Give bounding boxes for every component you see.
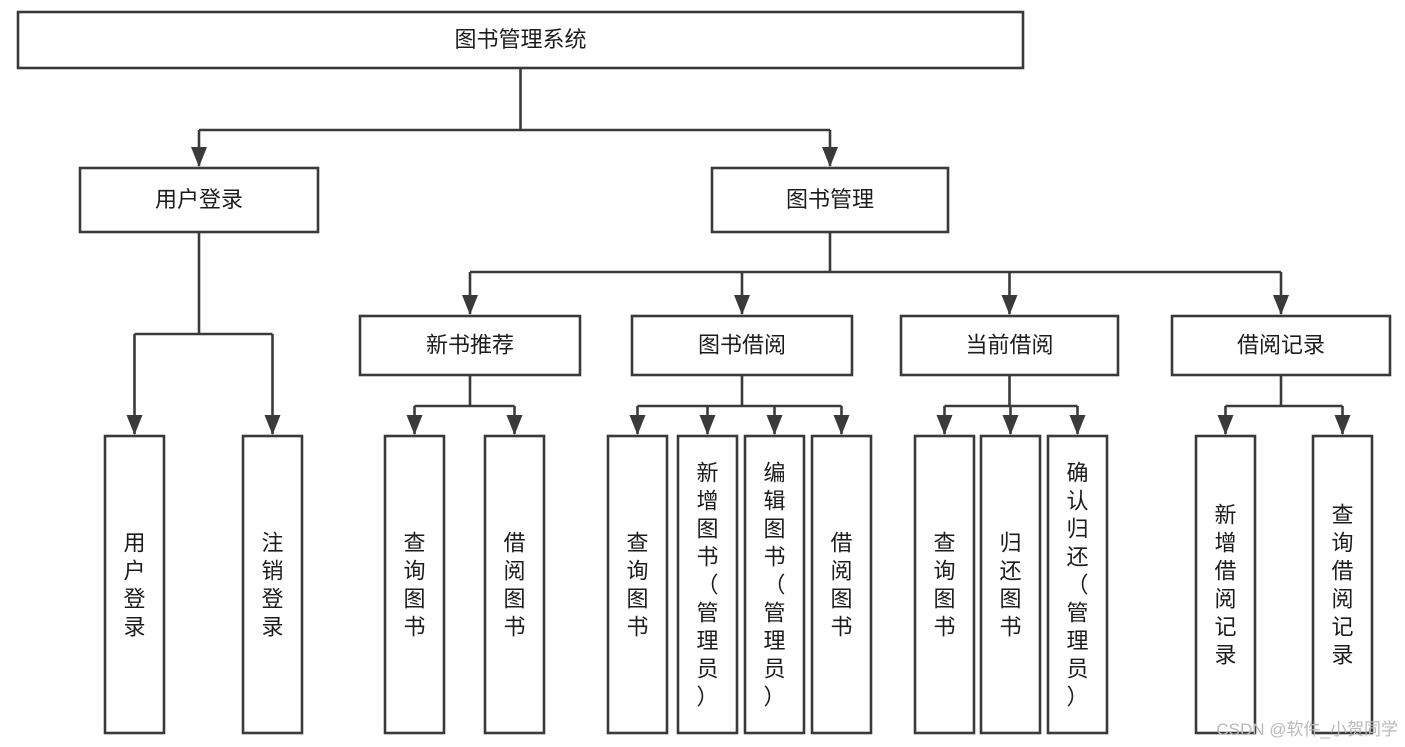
node-current-borrow[interactable]: 当前借阅 [899,314,1120,377]
node-label: 图书管理 [786,187,874,212]
node-leaf-query-book-3[interactable]: 查询图书 [913,434,976,735]
node-label: 图书借阅 [698,332,786,357]
node-leaf-borrow-book-1[interactable]: 借阅图书 [483,434,546,735]
arrow-head-icon [1002,415,1019,435]
node-label: 确认归还（管理员） [1066,460,1088,709]
arrow-head-icon [1217,415,1234,435]
node-leaf-add-book[interactable]: 新增图书（管理员） [676,434,739,735]
node-label: 用户登录 [123,530,145,639]
node-box[interactable] [241,434,304,735]
arrow-head-icon [766,415,783,435]
node-layer: 图书管理系统用户登录图书管理新书推荐图书借阅当前借阅借阅记录用户登录注销登录查询… [16,10,1392,735]
node-leaf-query-book-2[interactable]: 查询图书 [606,434,669,735]
arrow-head-icon [1069,415,1086,435]
node-leaf-logout[interactable]: 注销登录 [241,434,304,735]
arrow-head-icon [629,415,646,435]
node-leaf-user-login[interactable]: 用户登录 [103,434,166,735]
node-label: 查询图书 [933,530,955,639]
arrow-head-icon [822,147,838,167]
node-label: 用户登录 [155,187,243,212]
node-label: 借阅图书 [830,530,852,639]
node-box[interactable] [676,434,739,735]
node-label: 新书推荐 [426,332,514,357]
node-label: 借阅记录 [1237,332,1325,357]
node-box[interactable] [103,434,166,735]
node-box[interactable] [979,434,1042,735]
node-box[interactable] [383,434,446,735]
arrow-head-icon [406,415,423,435]
node-user-login[interactable]: 用户登录 [78,166,320,234]
node-label: 新增图书（管理员） [696,460,718,709]
node-box[interactable] [1046,434,1109,735]
node-leaf-edit-book[interactable]: 编辑图书（管理员） [743,434,806,735]
node-leaf-confirm-return[interactable]: 确认归还（管理员） [1046,434,1109,735]
node-leaf-add-record[interactable]: 新增借阅记录 [1194,434,1257,735]
node-box[interactable] [483,434,546,735]
node-box[interactable] [606,434,669,735]
arrow-head-icon [1001,295,1018,315]
node-leaf-query-book-1[interactable]: 查询图书 [383,434,446,735]
arrow-head-icon [699,415,716,435]
node-label: 查询借阅记录 [1331,502,1353,667]
node-box[interactable] [810,434,873,735]
node-label: 新增借阅记录 [1214,502,1236,667]
node-box[interactable] [1170,314,1392,377]
node-label: 编辑图书（管理员） [763,460,785,709]
node-box[interactable] [899,314,1120,377]
node-label: 图书管理系统 [454,27,586,52]
arrow-head-icon [1273,295,1289,315]
node-label: 查询图书 [403,530,425,639]
node-label: 借阅图书 [503,530,525,639]
arrow-head-icon [264,415,281,435]
node-root-system[interactable]: 图书管理系统 [16,10,1025,70]
node-label: 查询图书 [626,530,648,639]
node-box[interactable] [630,314,854,377]
node-box[interactable] [743,434,806,735]
arrow-head-icon [833,415,850,435]
node-leaf-query-record[interactable]: 查询借阅记录 [1311,434,1374,735]
node-box[interactable] [1311,434,1374,735]
node-box[interactable] [78,166,320,234]
node-new-book-recommend[interactable]: 新书推荐 [358,314,582,377]
node-leaf-borrow-book-2[interactable]: 借阅图书 [810,434,873,735]
arrow-head-icon [191,147,207,167]
connector-layer [126,68,1351,435]
watermark-label: CSDN @软件_小贺同学 [1216,720,1398,739]
arrow-head-icon [462,295,478,315]
node-label: 当前借阅 [965,332,1053,357]
node-label: 归还图书 [999,530,1021,639]
arrow-head-icon [506,415,523,435]
node-label: 注销登录 [261,530,283,639]
node-box[interactable] [1194,434,1257,735]
arrow-head-icon [1334,415,1351,435]
arrow-head-icon [936,415,953,435]
arrow-head-icon [734,295,750,315]
node-book-borrow[interactable]: 图书借阅 [630,314,854,377]
node-box[interactable] [710,166,950,234]
node-box[interactable] [913,434,976,735]
node-book-manage[interactable]: 图书管理 [710,166,950,234]
node-box[interactable] [16,10,1025,70]
node-leaf-return-book[interactable]: 归还图书 [979,434,1042,735]
node-box[interactable] [358,314,582,377]
node-borrow-record[interactable]: 借阅记录 [1170,314,1392,377]
arrow-head-icon [126,415,143,435]
